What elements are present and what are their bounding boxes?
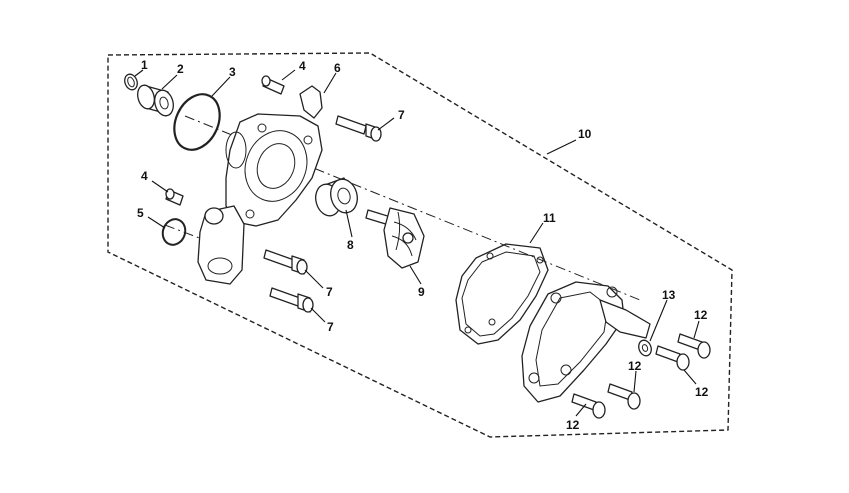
assembly-boundary xyxy=(107,52,733,438)
callout-4-lower: 4 xyxy=(141,169,148,183)
sealing-washer-part xyxy=(638,339,652,357)
pump-housing-part xyxy=(197,113,323,285)
mechanical-seal-part xyxy=(315,177,358,217)
callout-13: 13 xyxy=(662,288,676,302)
bolt-upper-part xyxy=(335,115,382,142)
callout-9: 9 xyxy=(418,285,425,299)
bolt-12a-part xyxy=(677,333,711,359)
bolt-12b-part xyxy=(655,345,690,371)
leader-lines xyxy=(134,69,700,417)
callout-8: 8 xyxy=(347,238,354,252)
callout-12-c: 12 xyxy=(628,359,642,373)
circlip-part xyxy=(124,73,138,91)
dowel-pin-lower-part xyxy=(165,188,184,206)
callout-4-upper: 4 xyxy=(299,59,306,73)
callout-10: 10 xyxy=(578,127,592,141)
callout-7-middle: 7 xyxy=(326,285,333,299)
gasket-part xyxy=(455,243,549,345)
callout-7-lower: 7 xyxy=(327,320,334,334)
callout-3: 3 xyxy=(229,65,236,79)
o-ring-large-part xyxy=(173,93,221,151)
callout-12-b: 12 xyxy=(695,385,709,399)
callout-5: 5 xyxy=(137,206,144,220)
bolt-lower-part xyxy=(269,287,314,313)
callout-12-a: 12 xyxy=(694,308,708,322)
impeller-part xyxy=(365,207,425,269)
callout-7-upper: 7 xyxy=(398,108,405,122)
callout-1: 1 xyxy=(141,58,148,72)
mounting-bracket-part xyxy=(299,85,323,119)
bearing-part xyxy=(137,84,174,117)
bolt-12c-part xyxy=(607,383,641,410)
callout-12-d: 12 xyxy=(566,418,580,432)
callout-11: 11 xyxy=(543,211,556,225)
bolt-middle-part xyxy=(263,249,308,275)
callout-6: 6 xyxy=(334,61,341,75)
callout-2: 2 xyxy=(177,62,184,76)
pump-cover-part xyxy=(521,281,651,403)
o-ring-small-part xyxy=(161,218,187,246)
bolt-12d-part xyxy=(571,393,606,419)
dowel-pin-upper-part xyxy=(261,75,285,95)
